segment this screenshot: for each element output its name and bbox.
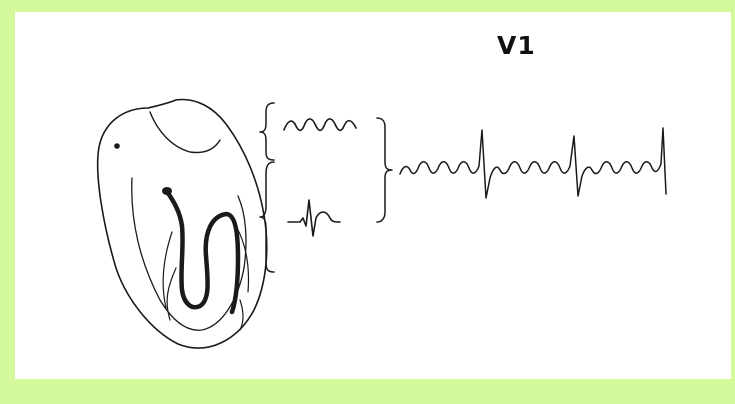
combined-ecg-strip [400,128,666,198]
sinus-node [114,143,120,149]
brace-upper-left [260,103,274,160]
atrium-curve [150,112,220,153]
heart-illustration [98,100,267,349]
brace-right [377,118,392,222]
qrs-complex-trace [288,200,340,236]
bundle-branches [168,193,238,312]
fibrillation-wave-trace [284,119,356,130]
